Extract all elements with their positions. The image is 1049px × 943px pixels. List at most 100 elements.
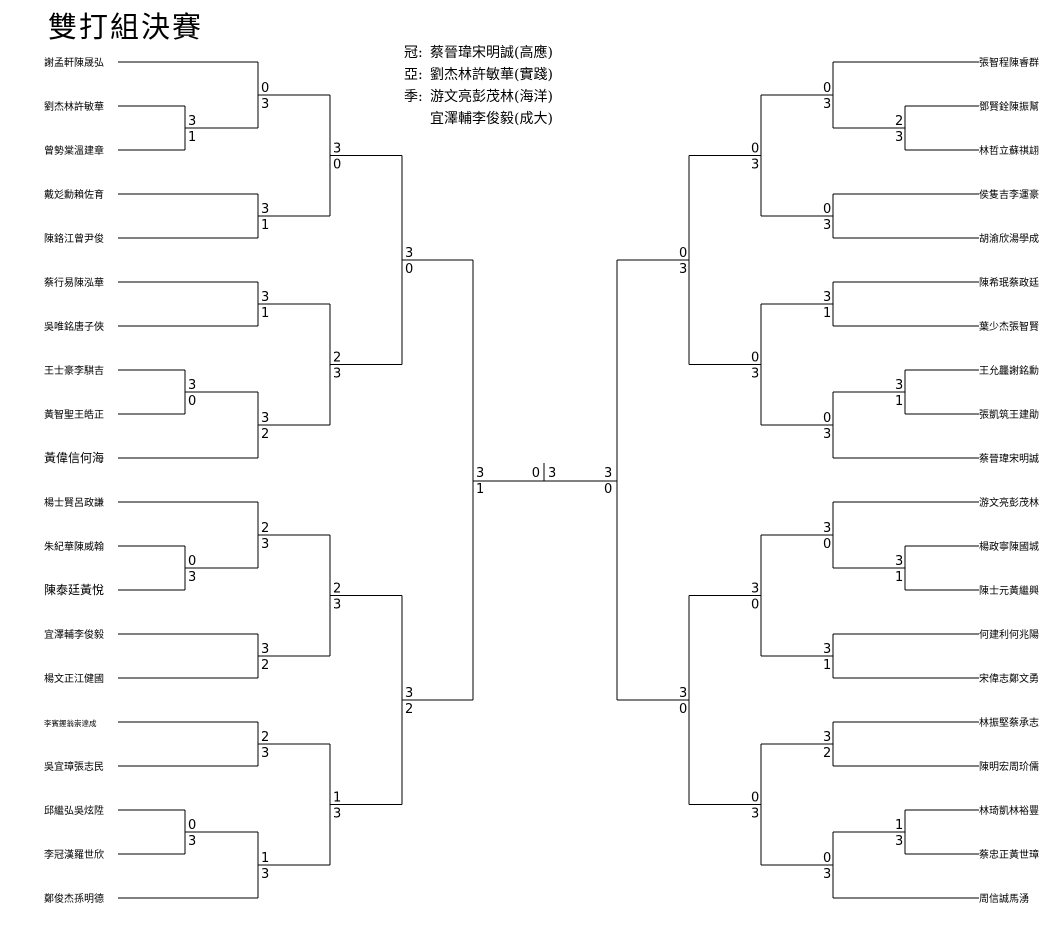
player-name-left: 鄭俊杰孫明德 [44, 892, 104, 905]
score-lower: 3 [261, 537, 269, 552]
score-upper: 0 [751, 791, 759, 806]
player-name-right: 周信誠馬湧 [979, 892, 1029, 905]
final-score-right: 3 [548, 466, 556, 481]
player-name-left: 朱紀華陳威翰 [44, 540, 104, 553]
score-lower: 3 [261, 97, 269, 112]
score-upper: 3 [405, 686, 413, 701]
player-name-left: 李冠漢羅世欣 [44, 848, 104, 861]
score-upper: 3 [823, 290, 831, 305]
score-upper: 3 [604, 466, 612, 481]
score-upper: 3 [261, 290, 269, 305]
score-lower: 0 [679, 702, 687, 717]
score-upper: 3 [823, 642, 831, 657]
player-name-left: 楊文正江健國 [44, 672, 104, 685]
score-lower: 1 [476, 482, 484, 497]
score-lower: 0 [823, 537, 831, 552]
score-lower: 1 [895, 570, 903, 585]
player-name-right: 游文亮彭茂林 [979, 496, 1039, 509]
player-name-left: 李賓鏗翁崇達成 [44, 718, 97, 728]
score-upper: 3 [188, 378, 196, 393]
score-upper: 3 [188, 114, 196, 129]
score-upper: 3 [895, 554, 903, 569]
score-upper: 0 [823, 411, 831, 426]
player-name-right: 胡渝欣湯學成 [979, 232, 1039, 245]
score-lower: 0 [333, 158, 341, 173]
score-lower: 1 [823, 658, 831, 673]
score-upper: 2 [333, 582, 341, 597]
score-upper: 2 [895, 114, 903, 129]
score-upper: 1 [895, 818, 903, 833]
player-name-left: 曾勢棠溫建章 [44, 144, 104, 157]
score-lower: 3 [751, 807, 759, 822]
player-name-right: 侯隻吉李運豪 [979, 188, 1039, 201]
score-upper: 3 [895, 378, 903, 393]
player-name-left: 吳唯銘唐子俠 [44, 320, 104, 333]
score-lower: 3 [895, 130, 903, 145]
score-upper: 0 [823, 202, 831, 217]
score-lower: 3 [333, 367, 341, 382]
player-name-right: 張智程陳睿群 [979, 56, 1039, 69]
score-upper: 0 [751, 351, 759, 366]
player-name-right: 陳明宏周玠儒 [979, 760, 1039, 773]
score-lower: 0 [604, 482, 612, 497]
score-upper: 1 [261, 851, 269, 866]
score-lower: 0 [188, 394, 196, 409]
score-upper: 3 [333, 142, 341, 157]
score-upper: 3 [261, 642, 269, 657]
score-lower: 3 [261, 867, 269, 882]
score-upper: 2 [333, 351, 341, 366]
player-name-right: 林振堅蔡承志 [979, 716, 1039, 729]
score-upper: 3 [405, 246, 413, 261]
score-lower: 1 [261, 306, 269, 321]
score-lower: 3 [751, 158, 759, 173]
score-lower: 2 [823, 746, 831, 761]
score-upper: 0 [679, 246, 687, 261]
player-name-left: 楊士賢呂政謙 [44, 496, 104, 509]
score-lower: 3 [895, 834, 903, 849]
score-upper: 3 [679, 686, 687, 701]
score-lower: 3 [679, 262, 687, 277]
score-upper: 0 [823, 851, 831, 866]
player-name-left: 謝孟軒陳晟弘 [44, 56, 104, 69]
score-upper: 2 [261, 730, 269, 745]
player-name-right: 林琦凱林裕豐 [979, 804, 1039, 817]
player-name-left: 宜澤輔李俊毅 [44, 628, 104, 641]
score-lower: 3 [823, 97, 831, 112]
score-lower: 3 [333, 598, 341, 613]
player-name-right: 張凱筑王建勛 [979, 408, 1039, 421]
page-title: 雙打組決賽 [48, 10, 204, 44]
player-name-right: 王允龘謝銘勳 [979, 364, 1039, 377]
player-name-left: 吳宜璋張志民 [44, 760, 104, 773]
score-lower: 1 [823, 306, 831, 321]
score-upper: 0 [751, 142, 759, 157]
medal-third-a: 季:游文亮彭茂林(海洋) [404, 89, 553, 105]
score-lower: 2 [405, 702, 413, 717]
score-upper: 0 [188, 818, 196, 833]
score-lower: 1 [261, 218, 269, 233]
score-upper: 0 [261, 81, 269, 96]
score-lower: 3 [188, 570, 196, 585]
medal-champion: 冠:蔡晉瑋宋明誠(高應) [404, 45, 553, 61]
score-lower: 2 [261, 427, 269, 442]
player-name-left: 邱繼弘吳炫陞 [44, 804, 104, 817]
player-name-left: 蔡行易陳泓華 [44, 276, 104, 289]
score-upper: 3 [476, 466, 484, 481]
score-lower: 3 [823, 867, 831, 882]
player-name-right: 林哲立蘇祺翃 [979, 144, 1039, 157]
player-name-right: 宋偉志鄭文勇 [979, 672, 1039, 685]
player-name-left: 黃偉信何海 [44, 450, 104, 465]
score-lower: 3 [188, 834, 196, 849]
player-name-right: 葉少杰張智賢 [979, 320, 1039, 333]
medal-list: 冠:蔡晉瑋宋明誠(高應) 亞:劉杰林許敏華(實踐) 季:游文亮彭茂林(海洋) 宜… [404, 42, 553, 130]
score-lower: 3 [261, 746, 269, 761]
player-name-left: 陳泰廷黃悅 [44, 583, 104, 597]
score-upper: 2 [261, 521, 269, 536]
score-upper: 1 [333, 791, 341, 806]
player-name-left: 劉杰林許敏華 [44, 100, 104, 113]
player-name-right: 蔡晉瑋宋明誠 [979, 452, 1039, 465]
medal-third-b: 宜澤輔李俊毅(成大) [430, 111, 553, 127]
player-name-right: 蔡忠正黃世璋 [979, 848, 1039, 861]
player-name-left: 戴彣勳賴佐育 [44, 188, 104, 201]
player-name-right: 陳希珉蔡政廷 [979, 276, 1039, 289]
